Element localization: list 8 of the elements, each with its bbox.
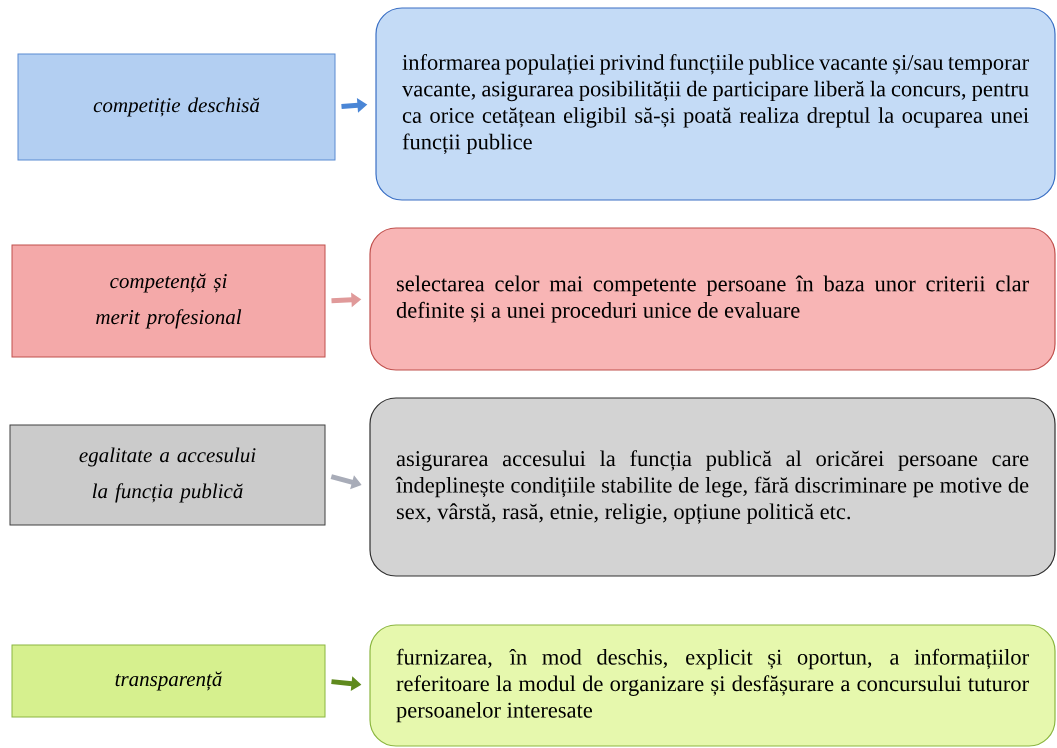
term-box: transparență xyxy=(11,644,326,718)
term-box: competență și merit profesional xyxy=(11,244,326,358)
definition-box: asigurarea accesului la funcția publică al oricărei persoane care îndeplinește condițiile stabilite de lege, fără discriminare pe motive de sex, vârstă, rasă, etnie, religie, opțiune politică etc. xyxy=(369,397,1056,577)
definition-box: informarea populației privind funcțiile publice vacante și/sau temporar vacante, asigurarea posibilității de participare liberă la concurs, pentru ca orice cetățean eligibil să-și poată realiza dreptul la ocuparea unei funcții publice xyxy=(375,7,1056,201)
definition-box: selectarea celor mai competente persoane în baza unor criterii clar definite și a unei proceduri unice de evaluare xyxy=(369,227,1056,371)
term-box: competiție deschisă xyxy=(17,53,336,161)
definition-box: furnizarea, în mod deschis, explicit și oportun, a informațiilor referitoare la modul de organizare și desfășurare a concursului tuturor persoanelor interesate xyxy=(369,624,1056,747)
term-box: egalitate a accesului la funcția publică xyxy=(9,424,326,526)
